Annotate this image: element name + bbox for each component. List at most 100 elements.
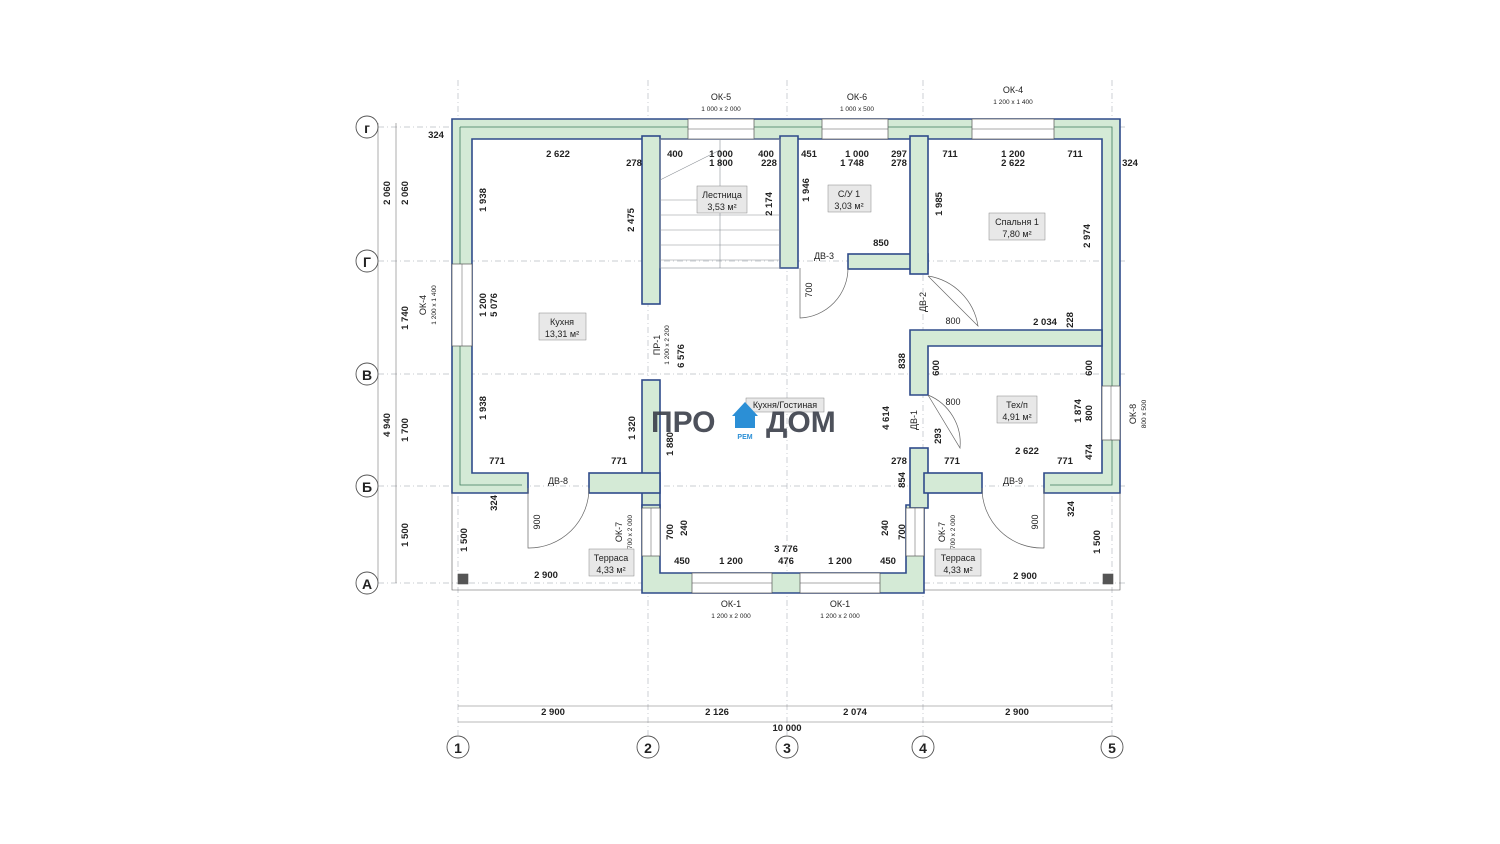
dim-2974: 2 974 xyxy=(1082,223,1093,247)
window-ok1-left-label: ОК-1 xyxy=(721,599,741,609)
dim-1946: 1 946 xyxy=(801,178,812,202)
door-dv2-label: ДВ-2 xyxy=(918,292,928,312)
dim-700-dv3: 700 xyxy=(804,282,814,297)
axis-label-4: 4 xyxy=(919,740,927,756)
dim-850: 850 xyxy=(873,238,889,249)
axis-label-1: 1 xyxy=(454,740,462,756)
dim-top-2622b: 2 622 xyxy=(1001,158,1025,169)
dim-800-dv2: 800 xyxy=(945,316,960,326)
window-ok1-left-size: 1 200 x 2 000 xyxy=(711,613,751,620)
dim-600-b: 600 xyxy=(1084,360,1095,376)
dim-top-2622: 2 622 xyxy=(546,149,570,160)
window-ok7-right-size: 700 x 2 000 xyxy=(950,515,957,549)
dim-top-278a: 278 xyxy=(626,158,642,169)
dim-total-width: 10 000 xyxy=(772,723,801,734)
dim-top-278b: 278 xyxy=(891,158,907,169)
window-ok1-right-size: 1 200 x 2 000 xyxy=(820,613,860,620)
dim-top-451: 451 xyxy=(801,149,818,160)
dim-top-297: 297 xyxy=(891,149,907,160)
window-ok8-size: 800 x 500 xyxy=(1141,399,1148,428)
window-ok8-label: ОК-8 xyxy=(1128,404,1138,424)
wall-inner-lines xyxy=(459,126,1113,486)
dim-240-left: 240 xyxy=(679,520,690,536)
dim-left-outer-2: 4 940 xyxy=(382,413,393,437)
dim-4614: 4 614 xyxy=(881,405,892,429)
dim-bottom-3: 2 074 xyxy=(843,707,867,718)
dim-top-400a: 400 xyxy=(667,149,683,160)
axis-bubbles-letters xyxy=(355,115,379,595)
dim-top-711a: 711 xyxy=(942,149,958,160)
window-ok4-left-label: ОК-4 xyxy=(418,295,428,315)
dim-771-c: 771 xyxy=(944,456,961,467)
window-ok5-size: 1 000 x 2 000 xyxy=(701,106,741,113)
dim-2900-tl: 2 900 xyxy=(534,570,558,581)
dim-1874: 1 874 xyxy=(1073,398,1084,422)
dim-top-1000a: 1 000 xyxy=(709,149,733,160)
dim-700-left: 700 xyxy=(665,524,676,540)
dim-bottom-1: 2 900 xyxy=(541,707,565,718)
dim-2475: 2 475 xyxy=(626,207,637,231)
dim-600-a: 600 xyxy=(931,360,942,376)
room-bedroom-name: Спальня 1 xyxy=(995,217,1039,227)
dim-228-right: 228 xyxy=(1065,312,1076,328)
dim-771-a: 771 xyxy=(489,456,506,467)
dim-700-right: 700 xyxy=(897,524,908,540)
opening-pr1-label: ПР-1 xyxy=(652,335,662,355)
dim-6576: 6 576 xyxy=(676,344,687,368)
room-stairs-name: Лестница xyxy=(702,190,742,200)
dim-1320: 1 320 xyxy=(627,416,638,440)
glazing-lines xyxy=(461,128,1112,584)
dim-771-d: 771 xyxy=(1057,456,1074,467)
room-terrace-left-area: 4,33 м² xyxy=(596,565,625,575)
dim-2034: 2 034 xyxy=(1033,317,1057,328)
dim-1985: 1 985 xyxy=(934,191,945,215)
svg-text:ДОМ: ДОМ xyxy=(766,406,836,439)
dim-900-right: 900 xyxy=(1030,514,1040,529)
room-stairs-area: 3,53 м² xyxy=(707,202,736,212)
opening-pr1-size: 1 200 x 2 200 xyxy=(664,325,671,365)
dim-top-1200: 1 200 xyxy=(1001,149,1025,160)
window-ok7-right-label: ОК-7 xyxy=(937,522,947,542)
dim-476: 476 xyxy=(778,556,794,567)
window-ok6-label: ОК-6 xyxy=(847,92,867,102)
dim-bottom-2: 2 126 xyxy=(705,707,729,718)
dim-1200-bl: 1 200 xyxy=(719,556,743,567)
dim-left-inner-4: 1 500 xyxy=(400,523,411,547)
dim-838: 838 xyxy=(897,353,908,369)
axis-label-2: 2 xyxy=(644,740,652,756)
window-ok5-label: ОК-5 xyxy=(711,92,731,102)
dim-324-bl: 324 xyxy=(489,494,500,511)
room-wc-name: С/У 1 xyxy=(838,189,860,199)
dim-5076: 5 076 xyxy=(489,293,500,317)
dim-324-topright: 324 xyxy=(1122,158,1139,169)
dim-1938-a: 1 938 xyxy=(478,188,489,212)
room-terrace-right-name: Терраса xyxy=(941,553,976,563)
window-ok1-right-label: ОК-1 xyxy=(830,599,850,609)
terrace-outline xyxy=(451,493,1121,591)
axis-label-g: Г xyxy=(363,254,371,270)
svg-text:ПРО: ПРО xyxy=(651,406,716,439)
dim-1880: 1 880 xyxy=(665,432,676,456)
axis-label-5: 5 xyxy=(1108,740,1116,756)
dim-1500-right: 1 500 xyxy=(1092,530,1103,554)
dim-771-b: 771 xyxy=(611,456,628,467)
room-living-name: Кухня/Гостиная xyxy=(753,400,817,410)
house-icon xyxy=(732,402,758,428)
window-ok7-left-label: ОК-7 xyxy=(614,522,624,542)
room-terrace-right-area: 4,33 м² xyxy=(943,565,972,575)
door-dv9-label: ДВ-9 xyxy=(1003,476,1023,486)
door-dv3-label: ДВ-3 xyxy=(814,251,834,261)
window-ok6-size: 1 000 x 500 xyxy=(840,106,874,113)
dim-450-left: 450 xyxy=(674,556,690,567)
dim-324-br: 324 xyxy=(1066,500,1077,517)
axis-bubbles-numeric xyxy=(446,735,1124,759)
dim-800-ok8: 800 xyxy=(1084,405,1095,421)
window-openings xyxy=(451,118,1121,594)
dim-293: 293 xyxy=(933,428,944,444)
window-ok4-left-size: 1 200 x 1 400 xyxy=(431,285,438,325)
dim-324-topleft: 324 xyxy=(428,130,445,141)
room-kitchen-name: Кухня xyxy=(550,317,574,327)
room-tech-name: Тех/п xyxy=(1006,400,1028,410)
dim-900-left: 900 xyxy=(532,514,542,529)
axis-label-a: А xyxy=(362,576,372,592)
